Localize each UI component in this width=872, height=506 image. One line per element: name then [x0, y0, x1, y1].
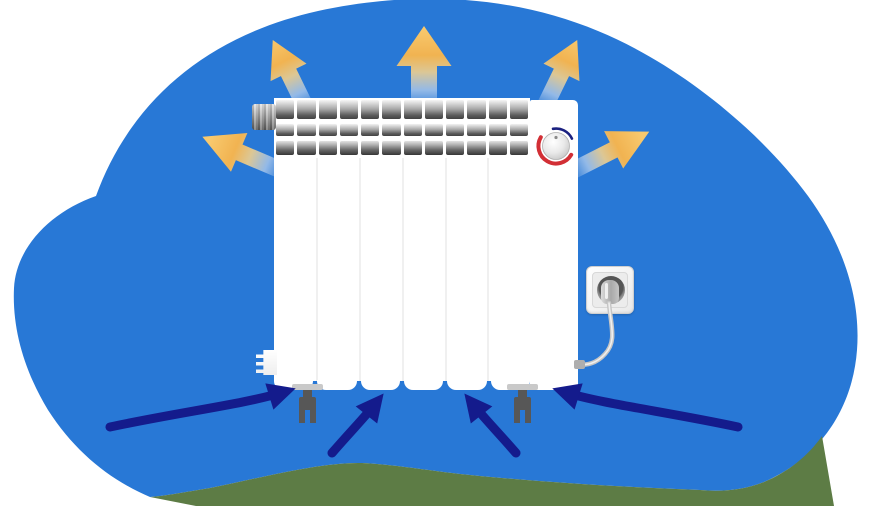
grille-segment — [382, 140, 401, 155]
bleed-valve-cap-icon — [252, 104, 276, 130]
foot-stem — [303, 390, 312, 399]
fin-bottom-scallop — [317, 380, 357, 390]
grille-segment — [403, 140, 422, 155]
foot-stem — [518, 390, 527, 399]
power-cable — [574, 300, 615, 368]
grille-segment — [382, 99, 401, 119]
grille-segment — [446, 123, 465, 136]
dial-cold-arc — [551, 127, 574, 140]
grille-segment — [509, 123, 528, 136]
grille-segment — [446, 99, 465, 119]
thermostat-dial — [536, 127, 574, 166]
fin-bottom-scallop — [403, 380, 444, 390]
grille-segment — [361, 99, 380, 119]
knob-indicator-dot — [554, 135, 558, 140]
grille-segment — [467, 123, 486, 136]
grille-segment — [446, 140, 465, 155]
grille-segment — [297, 123, 316, 136]
cold-air-arrow-far-left — [105, 383, 296, 432]
grille-segment — [488, 140, 507, 155]
fin-separator — [402, 158, 404, 381]
fin-separator — [316, 158, 318, 381]
thermostat-knob — [542, 132, 570, 160]
heat-arrow-left — [202, 133, 285, 179]
radiator-foot-right — [507, 384, 538, 423]
fin-separator — [359, 158, 361, 381]
grille-segment — [318, 99, 337, 119]
grille-segment — [361, 140, 380, 155]
grille-segment — [339, 140, 358, 155]
foot-leg — [310, 410, 316, 423]
fin-separator — [445, 158, 447, 381]
foot-bracket — [507, 384, 538, 390]
foot-leg — [514, 410, 520, 423]
radiator-foot-left — [292, 384, 323, 423]
grille-segment — [318, 123, 337, 136]
foot-leg — [525, 410, 531, 423]
power-outlet — [586, 266, 634, 314]
fin-bottom-scallop — [360, 380, 400, 390]
power-cable-highlight — [576, 302, 614, 366]
grille-row — [276, 99, 528, 119]
grille-row — [276, 123, 528, 136]
foot-body — [514, 397, 531, 410]
fin-separator — [487, 158, 489, 381]
foot-bracket — [292, 384, 323, 390]
cold-air-arrow-far-right — [552, 383, 743, 432]
cold-air-arrow-mid-right — [464, 393, 521, 458]
grille-segment — [276, 123, 295, 136]
grille-segment — [424, 99, 443, 119]
grille-row — [276, 140, 528, 155]
foot-body — [299, 397, 316, 410]
grille-segment — [403, 99, 422, 119]
ground-wave — [150, 436, 834, 506]
radiator-body — [274, 98, 530, 381]
grille-segment — [509, 99, 528, 119]
grille-segment — [276, 140, 295, 155]
grille-segment — [467, 99, 486, 119]
grille-segment — [424, 123, 443, 136]
power-plug-icon — [601, 280, 619, 304]
heat-arrow-right — [568, 131, 650, 179]
cable-connector — [574, 360, 585, 369]
grille-segment — [509, 140, 528, 155]
grille-segment — [339, 99, 358, 119]
grille-segment — [488, 99, 507, 119]
grille-segment — [297, 99, 316, 119]
grille-segment — [276, 99, 295, 119]
grille-segment — [467, 140, 486, 155]
grille-segment — [382, 123, 401, 136]
grille-segment — [361, 123, 380, 136]
grille-segment — [318, 140, 337, 155]
grille-segment — [297, 140, 316, 155]
cold-air-arrow-mid-left — [327, 393, 384, 458]
fin-bottom-scallop — [447, 380, 487, 390]
grille-segment — [403, 123, 422, 136]
dial-hot-arc — [536, 135, 574, 166]
radiator-grille — [276, 99, 528, 155]
grille-segment — [488, 123, 507, 136]
foot-leg — [299, 410, 305, 423]
grille-segment — [424, 140, 443, 155]
grille-segment — [339, 123, 358, 136]
